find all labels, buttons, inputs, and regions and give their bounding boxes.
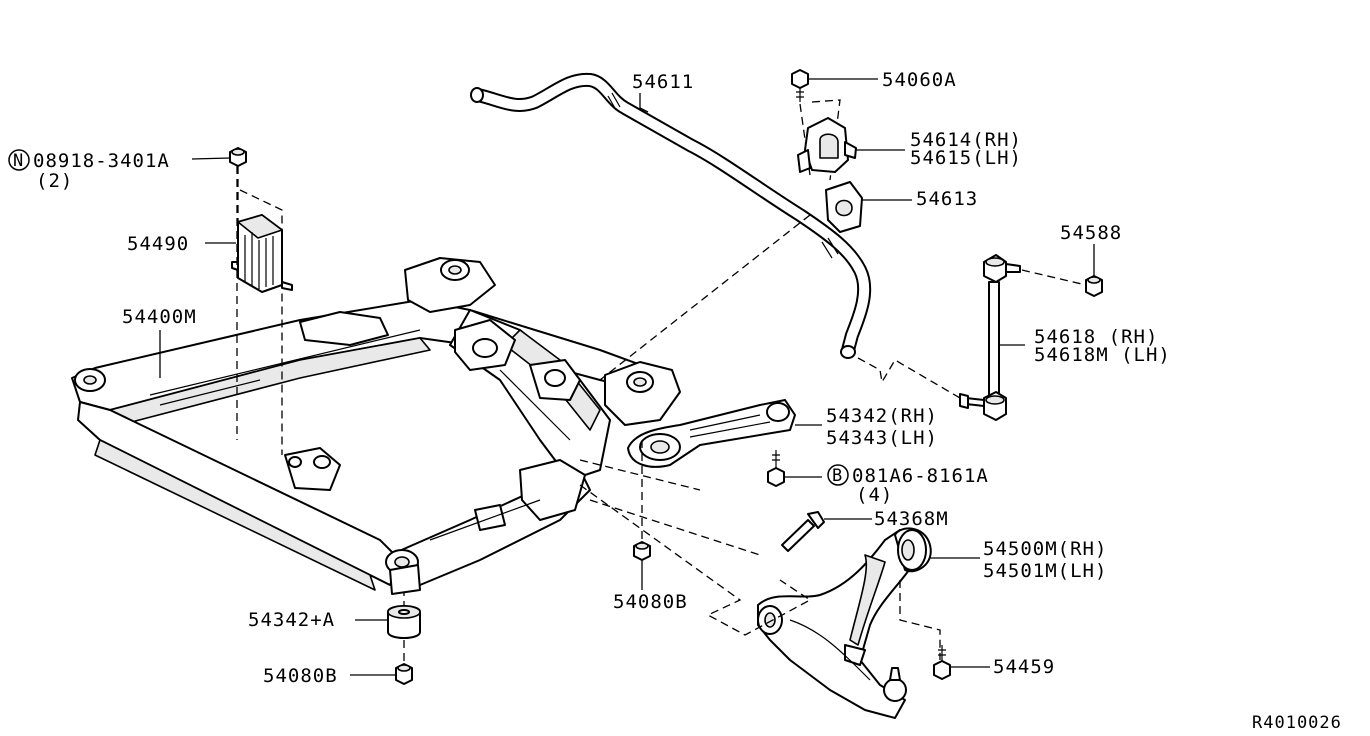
guide-line-ecu-right (239, 189, 283, 455)
label-08918-3401a: 08918-3401A (33, 150, 170, 172)
guide-line-arm-bolt (589, 499, 761, 556)
front-subframe-54400m (71, 257, 681, 591)
nut-54588-icon (1085, 275, 1103, 297)
stabilizer-bar-54611 (470, 72, 872, 359)
label-54611: 54611 (632, 71, 694, 93)
lower-control-arm-54500m (757, 527, 932, 719)
label-08918-qty: (2) (36, 170, 73, 192)
bolt-54459-icon (933, 645, 951, 680)
label-081a6-8161a: 081A6-8161A (852, 465, 989, 487)
tension-rod-54342 (627, 399, 796, 468)
label-54080b-left: 54080B (263, 665, 338, 687)
diagram-reference-code: R4010026 (1252, 713, 1342, 733)
label-081a6-qty: (4) (856, 484, 893, 506)
label-54490: 54490 (127, 233, 189, 255)
upper-mount-bushing-icon (389, 564, 421, 595)
guide-line-bar-to-frame (599, 214, 811, 381)
guide-line-arm-frame (579, 484, 812, 636)
callout-b-prefix: B (832, 466, 843, 486)
control-module-54490 (231, 214, 293, 293)
callout-b-circle-icon (827, 464, 849, 486)
leader-08918 (191, 157, 231, 160)
leader-54611 (639, 93, 649, 113)
bolt-54368m-icon (781, 511, 825, 552)
label-54060a: 54060A (882, 69, 957, 91)
bolt-081a6-8161a-icon (767, 450, 785, 487)
stabilizer-link-54618 (959, 254, 1021, 421)
label-54613: 54613 (916, 188, 978, 210)
guide-line-link-to-bar (857, 357, 961, 399)
label-54400m: 54400M (122, 306, 197, 328)
label-54342a: 54342+A (248, 609, 335, 631)
nut-54080b-left-icon (395, 663, 413, 685)
mount-insulator-54342a-icon (387, 605, 421, 639)
label-54368m: 54368M (874, 508, 949, 530)
guide-line-arm-rear (579, 459, 941, 660)
label-54618m-lh: 54618M (LH) (1034, 344, 1171, 366)
guide-line-54588 (1021, 269, 1087, 286)
label-54080b-center: 54080B (613, 591, 688, 613)
nut-54080b-center-icon (633, 541, 651, 561)
label-54501m-lh: 54501M(LH) (983, 560, 1107, 582)
label-54618-rh: 54618 (RH) (1034, 326, 1158, 348)
bushing-clamp-54614-icon (797, 117, 857, 173)
label-54614-rh: 54614(RH) (910, 129, 1022, 151)
label-54342-rh: 54342(RH) (826, 405, 938, 427)
label-54343-lh: 54343(LH) (826, 427, 938, 449)
bolt-54060a-icon (791, 69, 809, 102)
label-54588: 54588 (1060, 222, 1122, 244)
callout-n-circle-icon (8, 149, 30, 171)
bolt-08918-3401a-icon (229, 147, 247, 167)
stabilizer-bushing-54613-icon (825, 181, 863, 233)
label-54615-lh: 54615(LH) (910, 147, 1022, 169)
label-54459: 54459 (993, 656, 1055, 678)
label-54500m-rh: 54500M(RH) (983, 538, 1107, 560)
callout-n-prefix: N (13, 151, 24, 171)
